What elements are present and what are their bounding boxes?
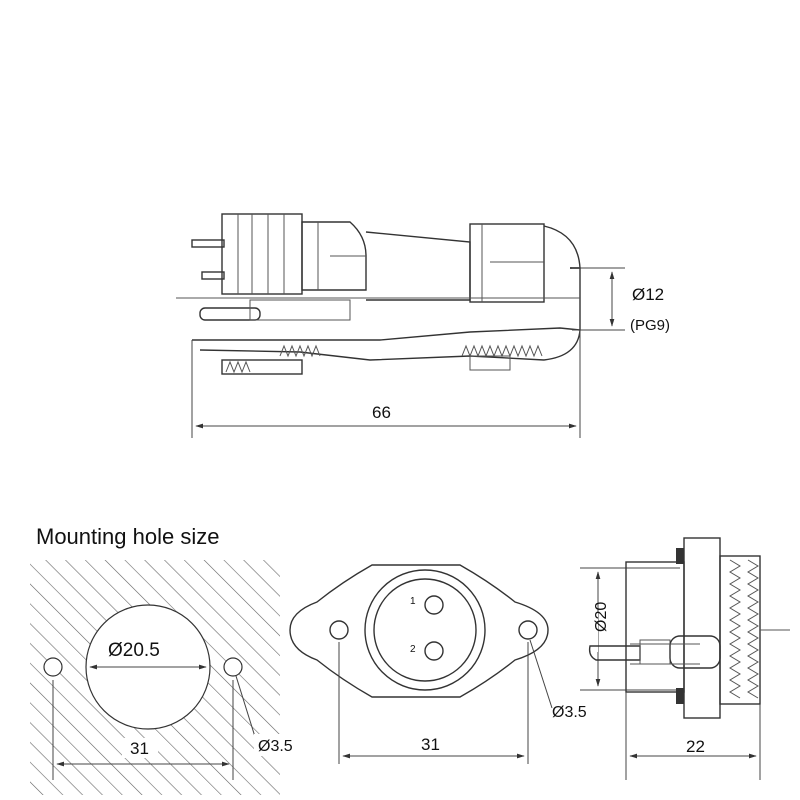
- socket-side-view: Ø20 22: [578, 537, 790, 780]
- socket-flange-side: [683, 537, 721, 719]
- plug-shell: [365, 231, 471, 301]
- cable-gland: [469, 223, 581, 361]
- flange-hole-left: [329, 620, 349, 640]
- socket-front-view: 1 2 31 Ø3.5: [289, 564, 587, 764]
- flange-screw-label: Ø3.5: [552, 704, 587, 721]
- socket-outer-ring: [364, 569, 486, 691]
- pin-1-contact: [424, 595, 444, 615]
- pin-1-label: 1: [410, 596, 416, 607]
- plug-body: [301, 221, 367, 291]
- plug-side-view: Ø12 (PG9) 66: [176, 213, 670, 438]
- pin-2-contact: [424, 641, 444, 661]
- overall-length-label: 66: [372, 403, 391, 422]
- plug-pins: [191, 239, 261, 321]
- flange-hole-right: [518, 620, 538, 640]
- hole-spacing-label: 31: [130, 739, 149, 758]
- plug-section: [176, 297, 581, 375]
- socket-pin: [588, 645, 641, 661]
- cable-gland-label: (PG9): [630, 317, 670, 334]
- body-diameter-label: Ø20: [593, 602, 610, 632]
- hole-diameter-label: Ø20.5: [108, 640, 160, 661]
- mounting-heading: Mounting hole size: [36, 524, 219, 549]
- screw-hole-right: [223, 657, 243, 677]
- socket-inner-ring: [373, 578, 477, 682]
- pin-2-label: 2: [410, 644, 416, 655]
- socket-depth-label: 22: [686, 737, 705, 756]
- screw-hole-label: Ø3.5: [258, 738, 293, 755]
- screw-hole-left: [43, 657, 63, 677]
- socket-body: [625, 561, 685, 693]
- coupling-nut: [221, 213, 303, 295]
- flange-spacing-label: 31: [421, 735, 440, 754]
- mounting-hole-view: Ø20.5 31 Ø3.5: [30, 560, 308, 795]
- socket-flange: [289, 564, 549, 698]
- cable-diameter-label: Ø12: [632, 285, 664, 304]
